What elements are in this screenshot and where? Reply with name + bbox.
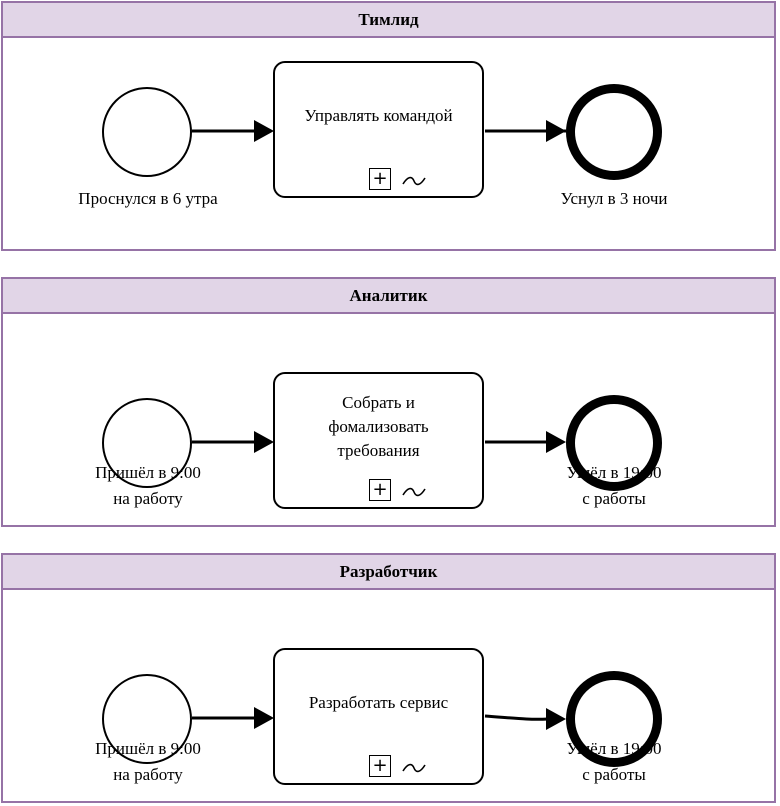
start-event[interactable] bbox=[102, 674, 192, 764]
task-label: Собрать и фомализовать требования bbox=[328, 392, 429, 460]
pool-title: Аналитик bbox=[349, 285, 428, 305]
tilde-icon bbox=[402, 176, 426, 186]
start-event-label: Проснулся в 6 утра bbox=[78, 189, 218, 208]
pool-title: Тимлид bbox=[358, 9, 419, 29]
plus-icon[interactable]: + bbox=[369, 479, 391, 501]
tilde-icon bbox=[402, 763, 426, 773]
arrowhead bbox=[546, 431, 566, 453]
end-event[interactable] bbox=[566, 84, 662, 180]
arrowhead bbox=[254, 431, 274, 453]
arrowhead bbox=[546, 708, 566, 730]
pool-header: Тимлид bbox=[3, 3, 774, 38]
end-event[interactable] bbox=[566, 671, 662, 767]
end-event-label: Уснул в 3 ночи bbox=[560, 189, 668, 208]
sequence-flows bbox=[192, 431, 566, 453]
pool-header: Разработчик bbox=[3, 555, 774, 590]
task-manage-team[interactable]: Управлять командой + bbox=[273, 61, 484, 198]
start-event-label: Пришёл в 9:00 на работу bbox=[95, 463, 201, 508]
sequence-flows bbox=[192, 707, 566, 730]
arrowhead bbox=[546, 120, 566, 142]
plus-icon[interactable]: + bbox=[369, 755, 391, 777]
end-event[interactable] bbox=[566, 395, 662, 491]
task-gather-requirements[interactable]: Собрать и фомализовать требования + bbox=[273, 372, 484, 509]
task-develop-service[interactable]: Разработать сервис + bbox=[273, 648, 484, 785]
start-event[interactable] bbox=[102, 398, 192, 488]
sequence-flows bbox=[192, 120, 566, 142]
task-label: Управлять командой bbox=[304, 105, 453, 125]
pool-title: Разработчик bbox=[339, 561, 438, 581]
sequence-flow-task-to-end bbox=[484, 714, 549, 721]
arrowhead bbox=[254, 120, 274, 142]
end-event-label: Ушёл в 19:00 с работы bbox=[566, 739, 662, 784]
pool-analyst: Аналитик Пришёл в 9:00 на работу Собрать… bbox=[1, 277, 776, 527]
end-event-label: Ушёл в 19:00 с работы bbox=[566, 463, 662, 508]
plus-icon[interactable]: + bbox=[369, 168, 391, 190]
start-event[interactable] bbox=[102, 87, 192, 177]
task-label: Разработать сервис bbox=[308, 692, 449, 712]
arrowhead bbox=[254, 707, 274, 729]
pool-developer: Разработчик Пришёл в 9:00 на работу Разр… bbox=[1, 553, 776, 803]
pool-teamlead: Тимлид Проснулся в 6 утра Управлять кома… bbox=[1, 1, 776, 251]
start-event-label: Пришёл в 9:00 на работу bbox=[95, 739, 201, 784]
tilde-icon bbox=[402, 487, 426, 497]
pool-header: Аналитик bbox=[3, 279, 774, 314]
